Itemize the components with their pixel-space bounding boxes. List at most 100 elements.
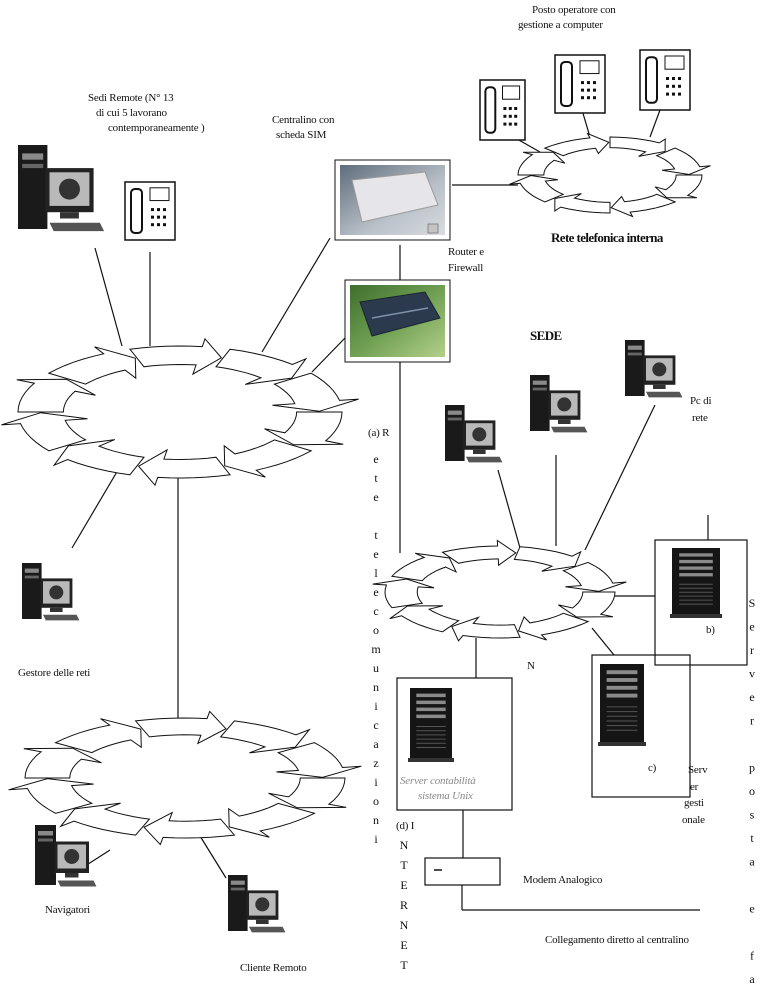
connection-line (71, 469, 119, 549)
keyboard (57, 880, 97, 887)
monitor-stand (60, 212, 79, 219)
phone-key (157, 215, 160, 219)
modem-body (424, 857, 501, 886)
phone-display (149, 187, 170, 202)
phone-display (502, 85, 521, 100)
drive-bay (230, 880, 245, 885)
ring-arrow (451, 616, 521, 642)
phone-key (587, 96, 590, 100)
telecom-network-ring (1, 337, 359, 487)
drive-bay (38, 831, 53, 836)
ring-arrow (372, 578, 435, 609)
drive-bay (24, 575, 39, 579)
telecom-network-vertical-label: ete telecomunicazioni (369, 452, 383, 851)
management-server-label-line2: er (690, 781, 699, 793)
keyboard (43, 614, 80, 621)
ring-arrow (52, 439, 145, 476)
remote-sites-label-line2: di cui 5 lavorano (96, 107, 167, 119)
connection-line (199, 835, 227, 879)
ring-arrow (134, 710, 227, 745)
server-bay (679, 566, 713, 570)
network-pc-label-line1: Pc di (690, 395, 712, 407)
router-unit (359, 291, 441, 337)
network-pc-label-line2: rete (692, 412, 708, 424)
drive-bay (447, 417, 462, 421)
connection-line (584, 404, 656, 551)
phone-key (587, 81, 590, 85)
computer-icon (445, 405, 503, 463)
phone-key (678, 92, 681, 96)
keyboard (646, 391, 683, 398)
switchboard-label-line1: Centralino con (272, 114, 335, 126)
accounting-server-label-line1: Server contabilità (400, 775, 476, 787)
modem-label: Modem Analogico (523, 874, 603, 886)
server-bay (416, 707, 446, 712)
switchboard-label-line2: scheda SIM (276, 129, 327, 141)
screen-globe (557, 397, 572, 412)
ring-arrow (47, 346, 137, 385)
monitor-stand (473, 449, 486, 454)
monitor-stand (558, 419, 571, 424)
ring-arrow (517, 612, 590, 641)
screen-globe (49, 585, 64, 600)
connection-line (649, 109, 661, 138)
phone-key (672, 84, 675, 88)
phone-key (514, 114, 518, 118)
screen-globe (58, 178, 80, 200)
phone-key (151, 223, 154, 227)
ring-arrow (215, 348, 308, 385)
phone-key (163, 215, 166, 219)
internal-phone-network-ring (509, 132, 711, 218)
server-bay (416, 700, 446, 705)
computer-icon (228, 875, 286, 933)
phone-key (157, 208, 160, 212)
telephone-icon (554, 54, 606, 114)
drive-bay (532, 380, 547, 385)
phone-key (678, 84, 681, 88)
management-server-label-line3: gesti (684, 797, 704, 809)
telecom-network-prefix: (a) R (368, 427, 390, 439)
ring-arrow (219, 720, 311, 754)
server-bay (416, 693, 446, 698)
phone-key (151, 215, 154, 219)
ring-arrow (268, 777, 347, 809)
computer-icon (22, 563, 80, 621)
accounting-server-label-line2: sistema Unix (418, 790, 473, 802)
computer-icon (625, 340, 683, 398)
drive-bay (22, 153, 44, 160)
server-bay (679, 553, 713, 557)
phone-key (157, 223, 160, 227)
ring-arrow (389, 605, 460, 633)
drive-bay (24, 568, 39, 573)
management-server-marker: c) (648, 762, 657, 774)
headquarters-title: SEDE (530, 328, 562, 343)
remote-client-label: Cliente Remoto (240, 962, 307, 974)
phone-key (672, 77, 675, 80)
connection-line (261, 237, 331, 353)
ring-arrow (390, 552, 458, 582)
ring-arrow (16, 378, 96, 413)
monitor-stand (256, 919, 269, 924)
phone-display (664, 55, 685, 70)
server-bay (679, 573, 713, 577)
connection-line (311, 337, 346, 373)
server-bay (606, 685, 638, 690)
drive-bay (447, 410, 462, 415)
router-label-line1: Router e (448, 246, 484, 258)
phone-key (163, 223, 166, 227)
ring-arrow (609, 136, 666, 157)
ring-arrow (128, 337, 223, 376)
phone-key (503, 114, 507, 118)
server-foot (408, 758, 454, 762)
phone-handset (560, 60, 573, 108)
drive-bay (627, 345, 642, 350)
telephone-icon (639, 49, 691, 111)
monitor-stand (50, 607, 63, 612)
mail-server-box (654, 539, 748, 666)
ring-arrow (513, 546, 582, 572)
server-icon (598, 664, 646, 746)
management-server-label-line4: onale (682, 814, 705, 826)
server-foot (598, 742, 646, 746)
ring-arrow (1, 412, 88, 452)
